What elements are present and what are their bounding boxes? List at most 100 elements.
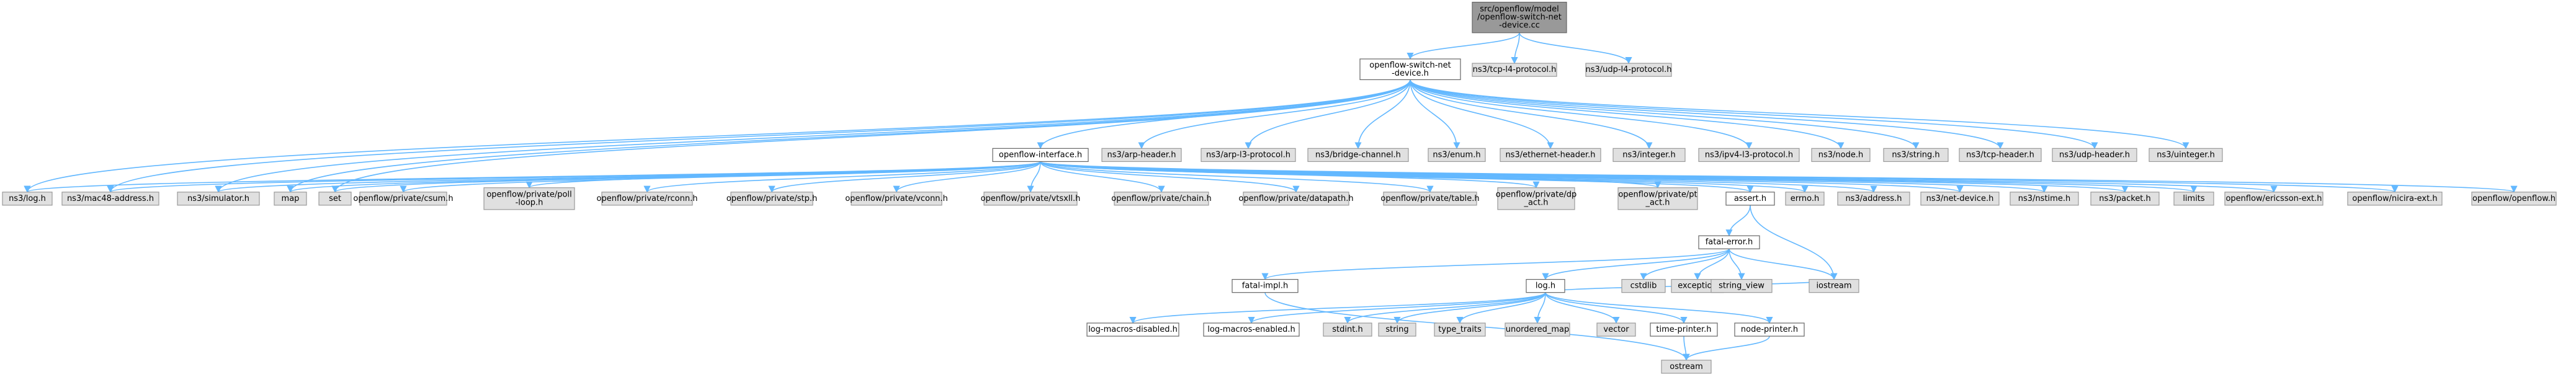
node-openflow: openflow/openflow.h	[2471, 192, 2557, 206]
node-label: log-macros-disabled.h	[1088, 325, 1178, 334]
edge-osnd-to-set	[331, 79, 1411, 193]
edge-ofi-to-rconn	[643, 161, 1041, 193]
node-label: /openflow-switch-net	[1477, 13, 1562, 22]
node-box	[1596, 322, 1636, 337]
node-box	[1383, 192, 1477, 206]
node-label: openflow/private/table.h	[1380, 194, 1479, 203]
node-box	[1585, 63, 1672, 77]
edge-osnd-to-ipv4l3	[1410, 79, 1753, 149]
node-tcph: ns3/tcp-header.h	[1959, 148, 2042, 162]
node-box	[1323, 322, 1372, 337]
node-log[interactable]: log.h	[1526, 278, 1565, 293]
node-label: stdint.h	[1332, 325, 1362, 334]
node-box	[1203, 322, 1300, 337]
node-box	[1621, 278, 1666, 293]
edge-log-to-string	[1393, 292, 1546, 324]
edge-log-to-nodeprinter	[1545, 292, 1773, 324]
node-label: fatal-error.h	[1706, 238, 1753, 247]
node-box	[1101, 148, 1182, 162]
edge-osnd-to-integer	[1410, 79, 1653, 149]
node-box	[1378, 322, 1416, 337]
node-box	[730, 192, 813, 206]
node-box	[1811, 148, 1871, 162]
node-lmen[interactable]: log-macros-enabled.h	[1203, 322, 1300, 337]
node-label: openflow/ericsson-ext.h	[2225, 194, 2322, 203]
node-ericsson: openflow/ericsson-ext.h	[2224, 192, 2323, 206]
node-box	[2, 192, 53, 206]
node-box	[851, 192, 942, 206]
edge-assert-to-fatalerr	[1725, 205, 1751, 237]
node-string3: ns3/string.h	[1883, 148, 1949, 162]
edge-osnd-to-mac48	[107, 79, 1411, 193]
node-enum: ns3/enum.h	[1428, 148, 1486, 162]
node-label: _act.h	[1645, 198, 1670, 207]
node-box	[1526, 278, 1565, 293]
node-box	[1497, 187, 1575, 210]
node-label: openflow/private/chain.h	[1111, 194, 1212, 203]
node-label: ns3/ethernet-header.h	[1505, 150, 1595, 159]
node-label: ns3/address.h	[1845, 194, 1902, 203]
node-root[interactable]: src/openflow/model/openflow-switch-net-d…	[1472, 1, 1567, 33]
node-label: openflow/private/vconn.h	[845, 194, 948, 203]
node-netdev: ns3/net-device.h	[1920, 192, 2000, 206]
node-label: vector	[1603, 325, 1629, 334]
node-ofi[interactable]: openflow-interface.h	[992, 148, 1089, 162]
edge-fatalerr-to-log	[1542, 248, 1730, 280]
node-timeprinter[interactable]: time-printer.h	[1650, 322, 1718, 337]
node-box	[318, 192, 352, 206]
node-box	[2090, 192, 2160, 206]
node-label: openflow-switch-net	[1369, 61, 1451, 70]
node-box	[1428, 148, 1486, 162]
node-box	[61, 192, 159, 206]
node-label: log.h	[1536, 282, 1555, 291]
node-udpl4: ns3/udp-l4-protocol.h	[1585, 63, 1672, 77]
node-ostream: ostream	[1661, 360, 1712, 374]
node-box	[1612, 148, 1686, 162]
node-label: -loop.h	[516, 198, 543, 207]
node-label: ns3/bridge-channel.h	[1315, 150, 1401, 159]
edge-osnd-to-udph	[1410, 79, 2098, 149]
node-label: openflow/private/rconn.h	[597, 194, 698, 203]
node-label: ns3/ipv4-l3-protocol.h	[1705, 150, 1793, 159]
node-box	[1243, 192, 1349, 206]
node-assert[interactable]: assert.h	[1725, 192, 1775, 206]
node-packet: ns3/packet.h	[2090, 192, 2160, 206]
node-lmdis[interactable]: log-macros-disabled.h	[1086, 322, 1179, 337]
node-errno: errno.h	[1785, 192, 1825, 206]
node-osnd[interactable]: openflow-switch-net-device.h	[1359, 58, 1461, 81]
node-vtsxll: openflow/private/vtsxll.h	[981, 192, 1080, 206]
node-nodeprinter[interactable]: node-printer.h	[1734, 322, 1805, 337]
edge-ofi-to-table	[1040, 161, 1434, 193]
node-fatalerr[interactable]: fatal-error.h	[1698, 235, 1760, 249]
edge-log-to-lmdis	[1129, 291, 1546, 324]
node-label: openflow-interface.h	[999, 150, 1082, 159]
edge-fatalerr-to-strview	[1729, 249, 1745, 280]
node-box	[1232, 278, 1299, 293]
node-label: exception	[1678, 282, 1717, 291]
node-label: openflow/private/datapath.h	[1238, 194, 1353, 203]
node-box	[2224, 192, 2323, 206]
node-box	[1434, 322, 1486, 337]
edge-root-to-tcpl4	[1511, 32, 1520, 64]
node-label: ns3/tcp-l4-protocol.h	[1473, 65, 1557, 74]
node-box	[1472, 63, 1557, 77]
node-fatalimpl[interactable]: fatal-impl.h	[1232, 278, 1299, 293]
node-box	[1698, 235, 1760, 249]
node-label: ns3/simulator.h	[187, 194, 249, 203]
edge-ofi-to-datapath	[1040, 161, 1300, 193]
dependency-edges	[24, 32, 2517, 361]
node-box	[483, 187, 575, 210]
node-strview: string_view	[1711, 278, 1773, 293]
node-label: ns3/mac48-address.h	[67, 194, 154, 203]
node-box	[992, 148, 1089, 162]
node-label: src/openflow/model	[1480, 5, 1559, 14]
node-bridge: ns3/bridge-channel.h	[1307, 148, 1409, 162]
edge-osnd-to-arph	[1138, 79, 1411, 149]
node-rconn: openflow/private/rconn.h	[597, 192, 698, 206]
node-box	[1201, 148, 1296, 162]
node-csum: openflow/private/csum.h	[353, 192, 454, 206]
node-poll: openflow/private/poll-loop.h	[483, 187, 575, 210]
node-table: openflow/private/table.h	[1380, 192, 1480, 206]
node-box	[2010, 192, 2079, 206]
node-label: string_view	[1719, 282, 1764, 291]
